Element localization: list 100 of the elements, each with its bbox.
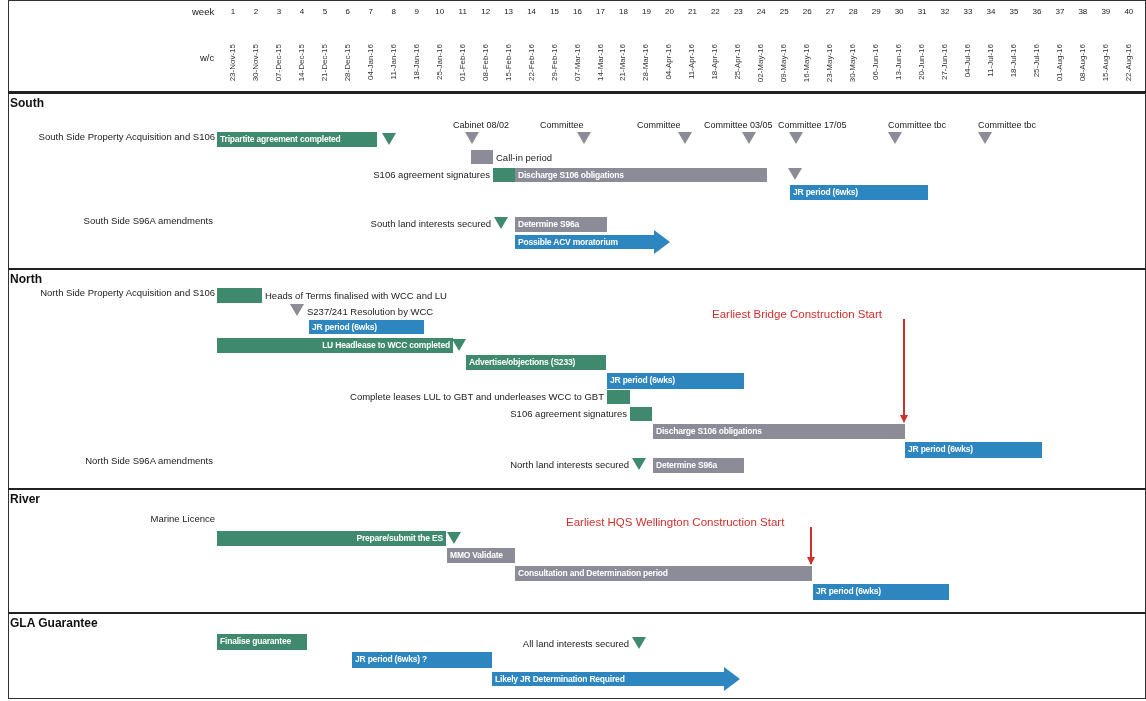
task-bar xyxy=(607,390,630,404)
week-number: 20 xyxy=(663,6,675,18)
milestone-triangle xyxy=(465,132,479,144)
milestone-triangle xyxy=(742,132,756,144)
task-bar xyxy=(217,288,262,303)
date-label: 15-Aug-16 xyxy=(1100,44,1110,82)
week-number: 26 xyxy=(801,6,813,18)
task-bar: Tripartite agreement completed xyxy=(217,132,377,147)
milestone-label: North land interests secured xyxy=(510,459,629,471)
milestone-triangle xyxy=(788,168,802,180)
task-bar xyxy=(493,168,515,182)
week-number: 32 xyxy=(939,6,951,18)
arrow xyxy=(900,318,908,423)
task-bar: Discharge S106 obligations xyxy=(515,168,767,182)
callout-text: Earliest Bridge Construction Start xyxy=(712,306,908,322)
milestone-label: Heads of Terms finalised with WCC and LU xyxy=(265,290,447,302)
date-label: 14-Dec-15 xyxy=(296,44,306,82)
week-number: 11 xyxy=(457,6,468,18)
date-label: 16-May-16 xyxy=(802,44,812,83)
date-label: 11-Jan-16 xyxy=(388,44,398,80)
week-number: 18 xyxy=(618,6,629,18)
date-label: 14-Mar-16 xyxy=(595,44,605,81)
milestone-label: S106 agreement signatures xyxy=(510,408,627,420)
date-label: 28-Dec-15 xyxy=(342,44,352,82)
week-number: 23 xyxy=(732,6,744,18)
week-number: 15 xyxy=(549,6,561,18)
milestone-label: Call-in period xyxy=(496,152,552,164)
date-label: 04-Jan-16 xyxy=(365,44,375,81)
week-number: 3 xyxy=(275,6,283,18)
date-label: 21-Dec-15 xyxy=(319,44,329,82)
task-bar xyxy=(471,150,493,164)
task-bar: JR period (6wks) xyxy=(905,442,1042,458)
task-bar xyxy=(630,407,652,421)
date-label: 20-Jun-16 xyxy=(917,44,927,81)
week-number: 27 xyxy=(824,6,836,18)
week-number: 21 xyxy=(686,6,698,18)
callout-text: Earliest HQS Wellington Construction Start xyxy=(566,514,816,530)
date-label: 28-Mar-16 xyxy=(641,44,651,81)
task-bar: Possible ACV moratorium xyxy=(515,230,670,254)
week-number: 25 xyxy=(778,6,790,18)
date-label: 06-Jun-16 xyxy=(871,44,881,81)
week-number: 34 xyxy=(985,6,997,18)
milestone-triangle xyxy=(678,132,692,144)
milestone-label: Committee 17/05 xyxy=(778,119,847,131)
week-number: 36 xyxy=(1031,6,1043,18)
milestone-triangle xyxy=(290,304,304,316)
milestone-triangle xyxy=(452,339,466,351)
date-label: 27-Jun-16 xyxy=(940,44,950,81)
week-number: 38 xyxy=(1077,6,1089,18)
week-number: 40 xyxy=(1123,6,1135,18)
task-bar: Determine S96a xyxy=(653,458,744,473)
milestone-triangle xyxy=(447,532,461,544)
task-bar: JR period (6wks) xyxy=(309,320,424,334)
milestone-label: Committee 03/05 xyxy=(704,119,773,131)
task-bar: Consultation and Determination period xyxy=(515,566,812,581)
date-label: 21-Mar-16 xyxy=(618,44,628,81)
date-label: 30-Nov-15 xyxy=(250,44,260,82)
date-label: 13-Jun-16 xyxy=(894,44,904,81)
week-number: 30 xyxy=(893,6,905,18)
milestone-label: Committee tbc xyxy=(888,119,947,131)
week-number: 10 xyxy=(434,6,446,18)
task-bar: JR period (6wks) ? xyxy=(352,652,492,668)
date-label: 29-Feb-16 xyxy=(549,44,559,81)
milestone-label: Committee xyxy=(540,119,584,131)
date-label: 25-Apr-16 xyxy=(733,44,743,80)
milestone-triangle xyxy=(632,637,646,649)
week-number: 9 xyxy=(413,6,420,18)
task-bar: Determine S96a xyxy=(515,217,607,232)
milestone-label: All land interests secured xyxy=(522,638,629,650)
date-label: 25-Jul-16 xyxy=(1031,44,1041,78)
row-heading: w/c xyxy=(200,52,215,64)
date-label: 09-May-16 xyxy=(779,44,789,83)
week-number: 12 xyxy=(480,6,492,18)
week-number: 35 xyxy=(1008,6,1020,18)
section-heading: River xyxy=(10,492,41,506)
week-number: 5 xyxy=(321,6,329,18)
week-number: 14 xyxy=(526,6,538,18)
milestone-label: Committee tbc xyxy=(978,119,1037,131)
milestone-label: Committee xyxy=(637,119,681,131)
row-label: South Side S96A amendments xyxy=(83,215,213,227)
date-label: 07-Dec-15 xyxy=(273,44,283,82)
week-number: 28 xyxy=(847,6,859,18)
date-label: 15-Feb-16 xyxy=(503,44,513,81)
date-label: 18-Jan-16 xyxy=(411,44,421,81)
week-number: 16 xyxy=(572,6,583,18)
week-number: 37 xyxy=(1054,6,1066,18)
date-label: 07-Mar-16 xyxy=(572,44,582,81)
row-label: Marine Licence xyxy=(150,513,215,525)
task-bar: Likely JR Determination Required xyxy=(492,667,740,691)
milestone-triangle xyxy=(978,132,992,144)
week-number: 6 xyxy=(344,6,352,18)
date-label: 08-Aug-16 xyxy=(1077,44,1087,82)
section-heading: North xyxy=(10,272,42,286)
task-bar: Advertise/objections (S233) xyxy=(466,355,606,370)
row-label: North Side Property Acquisition and S106 xyxy=(40,287,215,299)
week-number: 1 xyxy=(229,6,237,18)
section-heading: GLA Guarantee xyxy=(10,616,98,630)
date-label: 08-Feb-16 xyxy=(480,44,490,81)
date-label: 25-Jan-16 xyxy=(434,44,444,81)
week-number: 24 xyxy=(755,6,767,18)
